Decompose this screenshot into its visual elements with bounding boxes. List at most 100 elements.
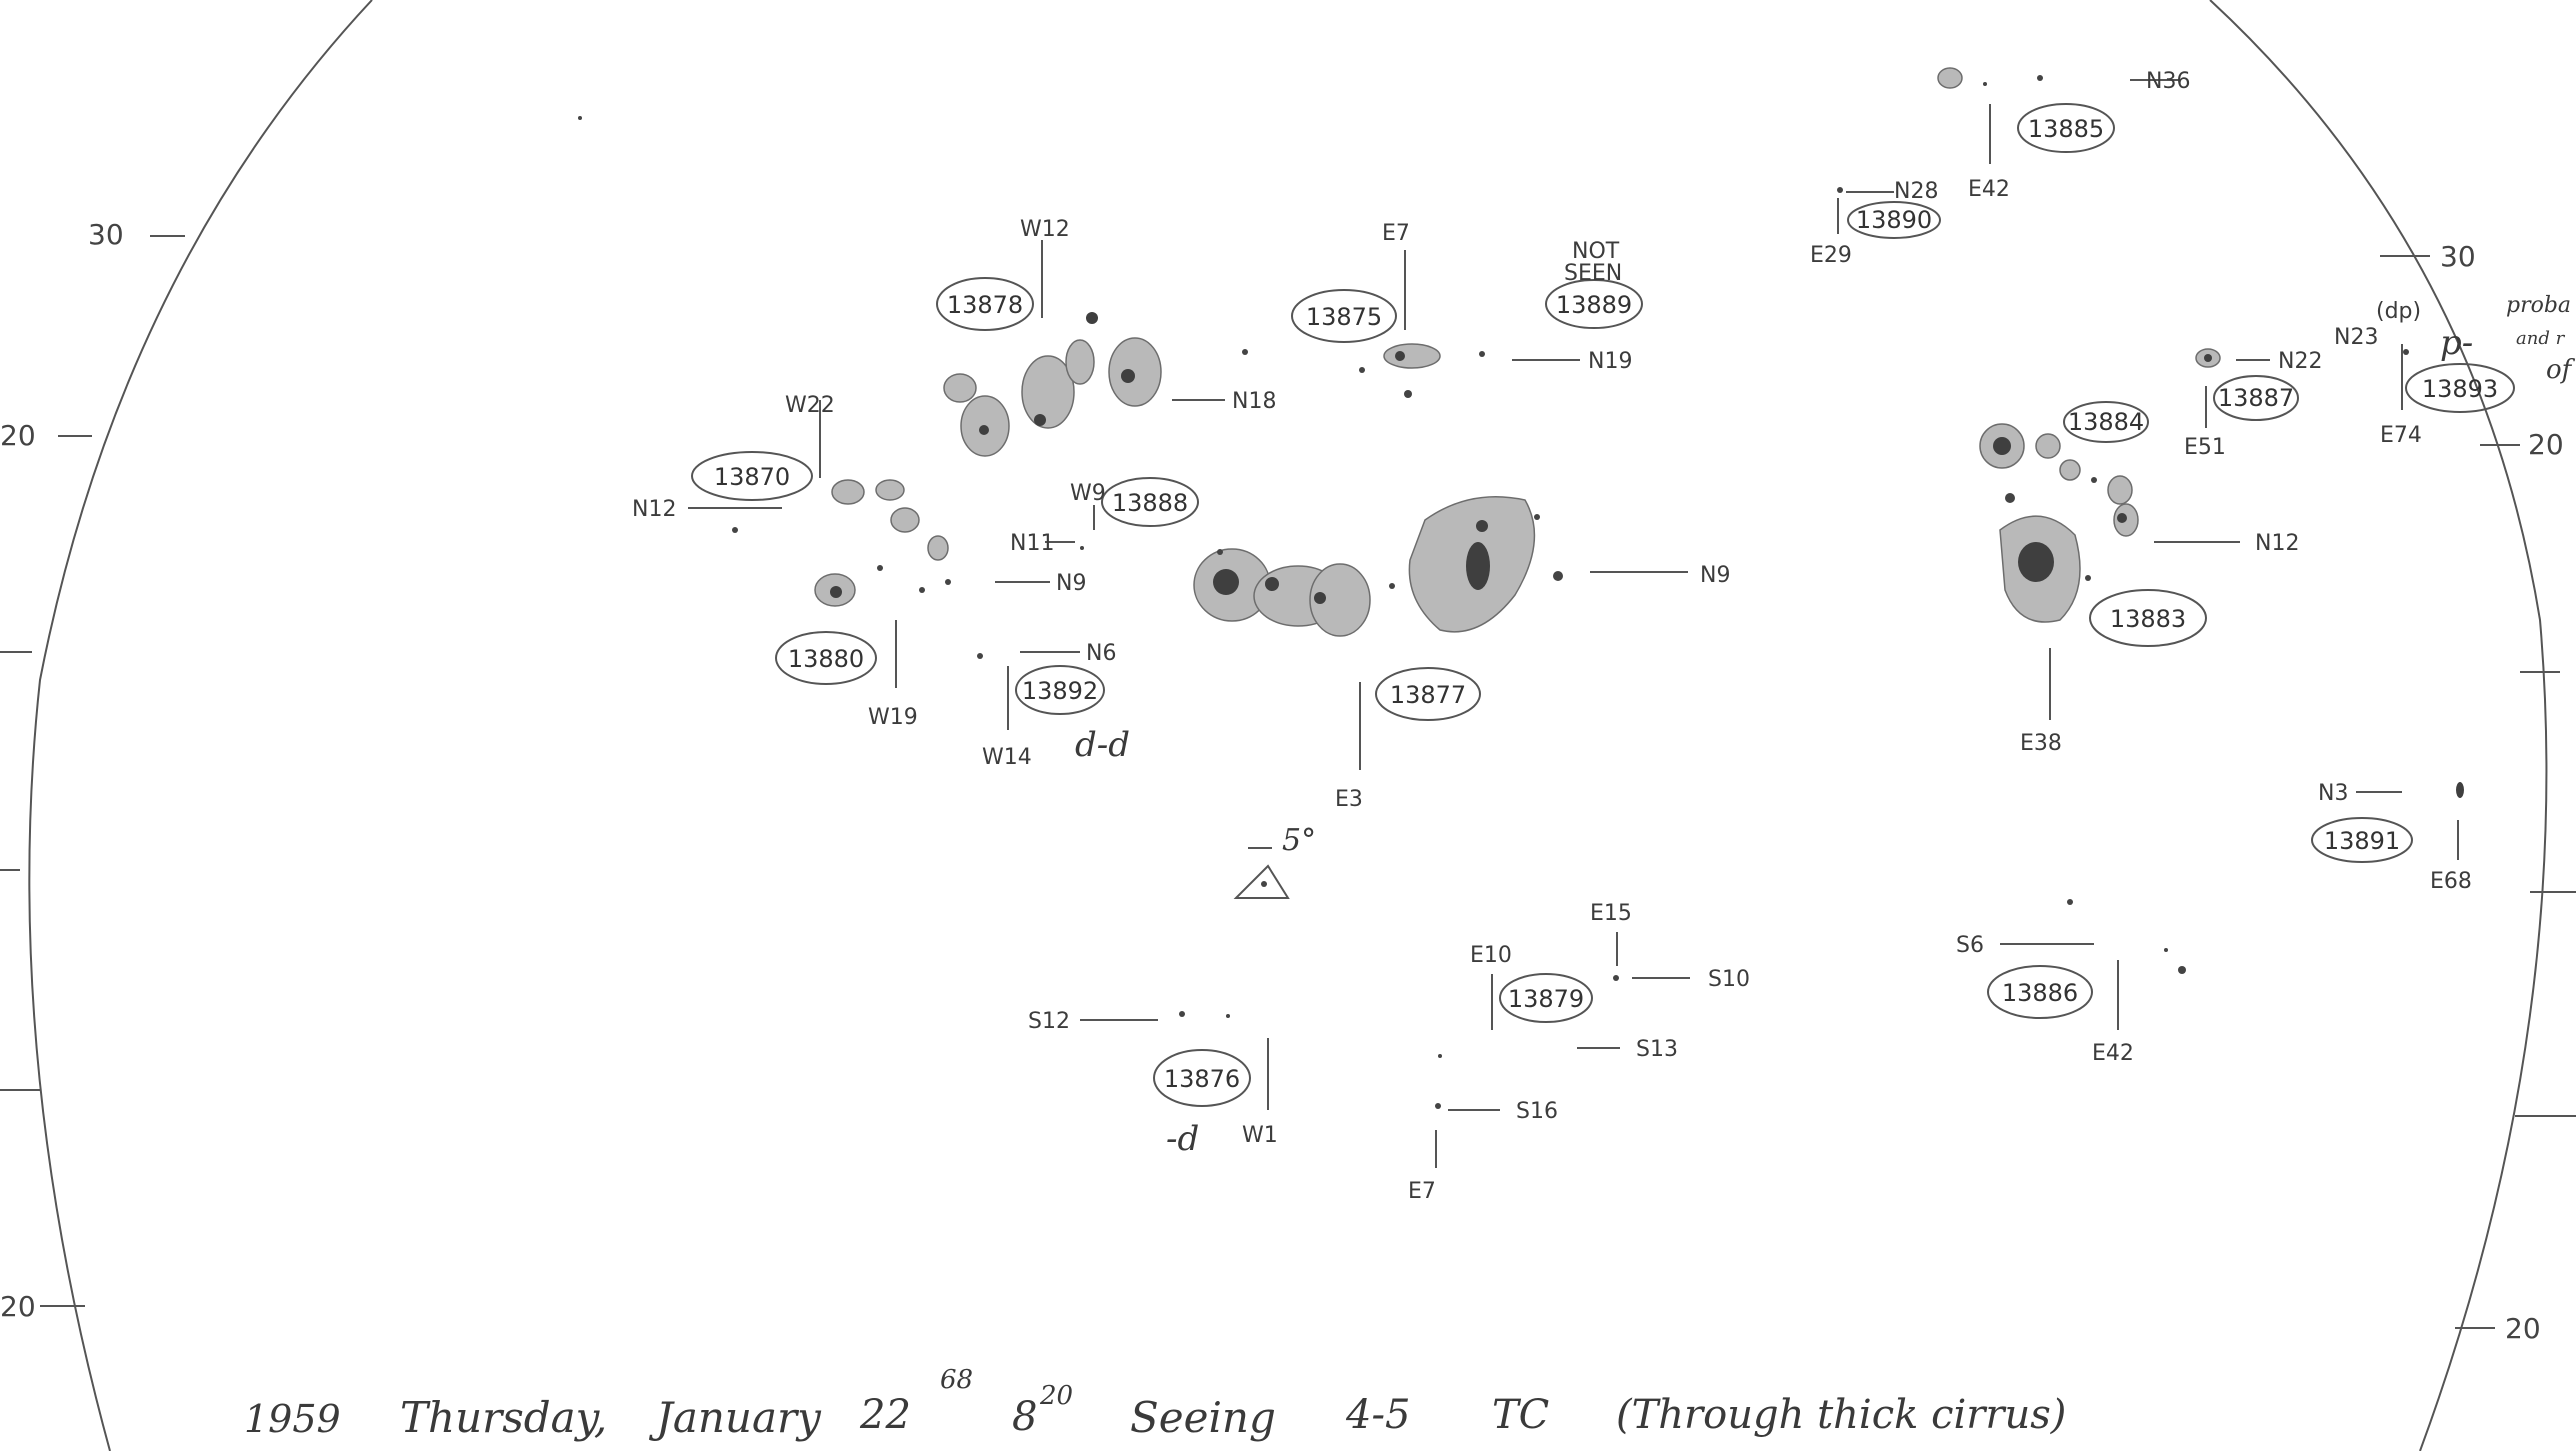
footer-time: 8	[1012, 1394, 1037, 1440]
svg-text:N11: N11	[1010, 531, 1054, 556]
svg-text:E51: E51	[2184, 435, 2226, 460]
group-13883: 13883 N12 E38	[1979, 423, 2299, 756]
annotation-note-1: proba	[2506, 293, 2571, 318]
svg-text:E10: E10	[1470, 943, 1512, 968]
footer-seeing-label: Seeing	[1130, 1393, 1276, 1442]
svg-text:13892: 13892	[1022, 677, 1098, 705]
svg-text:W1: W1	[1242, 1123, 1278, 1148]
svg-text:N12: N12	[632, 497, 676, 522]
svg-text:N6: N6	[1086, 641, 1116, 666]
annotation-p: p-	[2440, 323, 2473, 363]
group-13885: 13885 N36 E42	[1937, 67, 2190, 202]
svg-text:5°: 5°	[1282, 823, 1316, 858]
svg-text:13893: 13893	[2422, 375, 2498, 403]
svg-text:13887: 13887	[2218, 384, 2294, 412]
group-13877: 13877 E3 N9	[1193, 495, 1730, 812]
group-13892: 13892 W14 N6 d-d	[977, 641, 1130, 770]
grid-label-right-30: 30	[2440, 240, 2476, 273]
svg-text:SEEN: SEEN	[1564, 261, 1622, 286]
stray-dot	[578, 116, 582, 120]
annotation-note-2: and r	[2516, 328, 2566, 349]
footer-day: Thursday,	[400, 1393, 607, 1442]
svg-text:13890: 13890	[1856, 206, 1932, 234]
group-13889: 13889 NOT SEEN	[1545, 239, 1643, 329]
svg-text:13876: 13876	[1164, 1065, 1240, 1093]
svg-text:W9: W9	[1070, 481, 1106, 506]
footer-time-sup: 20	[1039, 1381, 1073, 1411]
svg-text:N9: N9	[1700, 563, 1730, 588]
grid-label-right-20: 20	[2528, 428, 2564, 461]
solar-limb-right	[2209, 0, 2548, 1451]
svg-text:N23: N23	[2334, 325, 2378, 350]
svg-text:13879: 13879	[1508, 985, 1584, 1013]
svg-text:13878: 13878	[947, 291, 1023, 319]
svg-text:13891: 13891	[2324, 827, 2400, 855]
group-13893: 13893 N23 (dp) E74 p- proba and r of	[2334, 293, 2576, 448]
group-13870: 13870 W22 N12	[632, 393, 949, 607]
orientation-marker: 5°	[1233, 823, 1316, 899]
group-13878: 13878 W12 N18	[936, 217, 1276, 457]
group-13884: 13884	[2035, 401, 2149, 537]
footer-month: January	[648, 1393, 822, 1442]
svg-text:13880: 13880	[788, 645, 864, 673]
svg-text:E42: E42	[2092, 1041, 2134, 1066]
svg-text:S13: S13	[1636, 1037, 1678, 1062]
svg-text:NOT: NOT	[1572, 239, 1620, 264]
svg-text:E3: E3	[1335, 787, 1363, 812]
grid-ticks	[0, 235, 2576, 1329]
group-13879: 13879 E15 E10 S10 S13 S16 E7	[1408, 901, 1750, 1204]
svg-text:S12: S12	[1028, 1009, 1070, 1034]
svg-text:13877: 13877	[1390, 681, 1466, 709]
svg-text:13883: 13883	[2110, 605, 2186, 633]
svg-text:W19: W19	[868, 705, 918, 730]
svg-text:N9: N9	[1056, 571, 1086, 596]
svg-text:13884: 13884	[2068, 408, 2144, 436]
svg-text:13888: 13888	[1112, 489, 1188, 517]
svg-text:13870: 13870	[714, 463, 790, 491]
footer-date-frac: 68	[940, 1365, 973, 1395]
group-13888: 13888 W9 N11	[1010, 477, 1199, 556]
group-13887: 13887 N22 E51	[2184, 348, 2322, 460]
svg-text:N28: N28	[1894, 179, 1938, 204]
svg-text:13889: 13889	[1556, 291, 1632, 319]
footer-tc: TC	[1492, 1392, 1549, 1438]
svg-text:N3: N3	[2318, 781, 2348, 806]
grid-label-left-s20: 20	[0, 1290, 36, 1323]
svg-text:13886: 13886	[2002, 979, 2078, 1007]
grid-label-left-20: 20	[0, 419, 36, 452]
svg-text:E29: E29	[1810, 243, 1852, 268]
svg-text:13875: 13875	[1306, 303, 1382, 331]
svg-text:E15: E15	[1590, 901, 1632, 926]
svg-text:W14: W14	[982, 745, 1032, 770]
svg-text:E42: E42	[1968, 177, 2010, 202]
svg-text:E68: E68	[2430, 869, 2472, 894]
group-13876: 13876 S12 W1 -d	[1028, 1009, 1278, 1159]
svg-text:E38: E38	[2020, 731, 2062, 756]
footer-note: (Through thick cirrus)	[1616, 1392, 2066, 1438]
svg-text:W12: W12	[1020, 217, 1070, 242]
observation-footer: 1959 Thursday, January 22 68 8 20 Seeing…	[244, 1365, 2066, 1442]
svg-text:13885: 13885	[2028, 115, 2104, 143]
svg-text:(dp): (dp)	[2376, 299, 2421, 324]
footer-seeing-value: 4-5	[1345, 1392, 1410, 1438]
svg-text:N19: N19	[1588, 349, 1632, 374]
group-13891: 13891 N3 E68	[2311, 781, 2472, 894]
annotation-d: -d	[1166, 1119, 1199, 1159]
svg-text:W22: W22	[785, 393, 835, 418]
svg-text:S10: S10	[1708, 967, 1750, 992]
group-13886: 13886 S6 E42	[1956, 899, 2186, 1066]
solar-limb-left	[28, 0, 373, 1451]
svg-text:S16: S16	[1516, 1099, 1558, 1124]
group-13880: 13880 W19 N9	[775, 565, 1086, 730]
footer-date: 22	[859, 1392, 911, 1438]
svg-text:N12: N12	[2255, 531, 2299, 556]
annotation-d-d: d-d	[1075, 725, 1130, 765]
svg-text:E7: E7	[1408, 1179, 1436, 1204]
grid-label-right-s20: 20	[2505, 1312, 2541, 1345]
group-13890: 13890 N28 E29	[1810, 179, 1941, 268]
svg-text:E7: E7	[1382, 221, 1410, 246]
grid-label-left-30: 30	[88, 218, 124, 251]
svg-text:N36: N36	[2146, 69, 2190, 94]
svg-text:N18: N18	[1232, 389, 1276, 414]
